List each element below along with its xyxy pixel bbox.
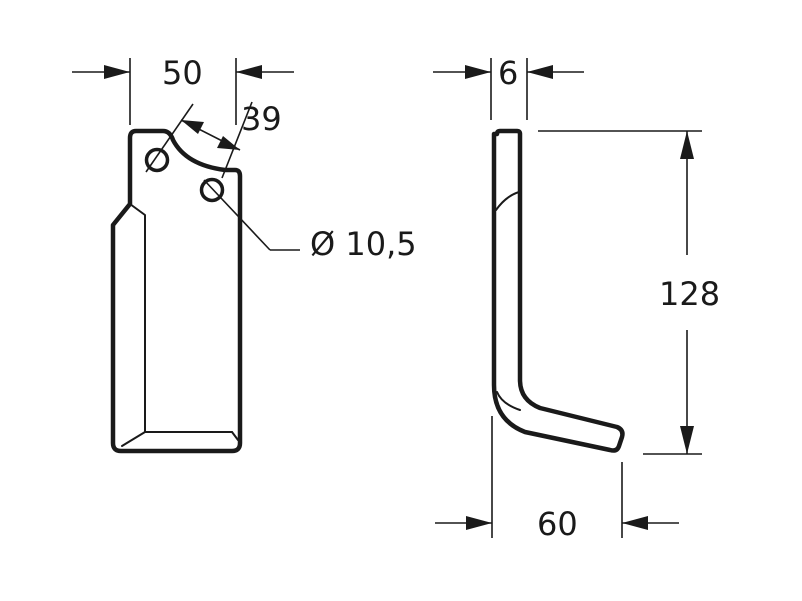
depth-arrow-left (466, 516, 492, 530)
slot-arrow-right (217, 136, 240, 150)
side-blade-outline (491, 128, 625, 453)
bend-depth-label: 60 (537, 505, 578, 543)
height-arrow-top (680, 131, 694, 159)
width-arrow-left (104, 65, 130, 79)
side-bevel-inner (496, 391, 521, 411)
depth-arrow-right (622, 516, 648, 530)
front-bevel-corner (231, 431, 239, 441)
thickness-arrow-left (465, 65, 491, 79)
width-arrow-right (236, 65, 262, 79)
hole-2-diag-top (221, 101, 253, 179)
front-view (72, 58, 300, 454)
hole-2-leader (203, 179, 271, 251)
front-blade-outline (110, 128, 243, 454)
front-bevel-left (129, 203, 233, 433)
front-bevel-bottom (121, 431, 146, 447)
thickness-label: 6 (498, 54, 518, 92)
height-label: 128 (659, 275, 720, 313)
hole-diameter-label: Ø 10,5 (310, 225, 417, 263)
hole-1-leader (145, 103, 194, 173)
side-view (433, 58, 702, 538)
thickness-arrow-right (527, 65, 553, 79)
mounting-hole-1 (144, 147, 170, 173)
side-bevel-top (495, 191, 520, 211)
slot-width-label: 39 (241, 100, 282, 138)
height-arrow-bottom (680, 426, 694, 454)
mounting-hole-2 (199, 177, 225, 203)
slot-arrow-left (181, 120, 204, 134)
top-width-label: 50 (162, 54, 203, 92)
